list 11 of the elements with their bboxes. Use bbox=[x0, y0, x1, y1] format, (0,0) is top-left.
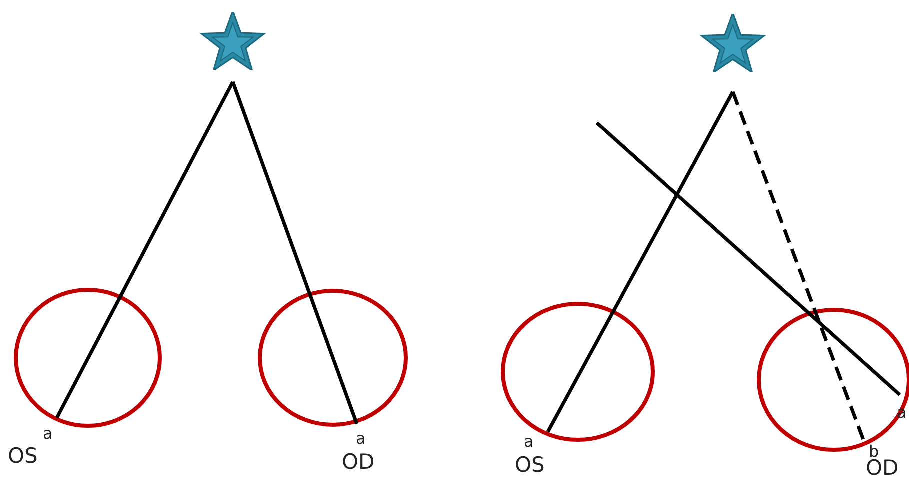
point-label: a bbox=[356, 429, 366, 448]
point-label: a bbox=[524, 432, 534, 451]
eye-label: OS bbox=[515, 455, 545, 476]
point-label: a bbox=[43, 424, 53, 443]
eye-label: OD bbox=[866, 458, 899, 477]
sight-line bbox=[731, 91, 866, 442]
eye-label: OS bbox=[8, 446, 38, 467]
eye-label: OD bbox=[342, 452, 375, 473]
point-label: a bbox=[897, 403, 907, 422]
sight-line bbox=[231, 81, 359, 425]
sight-line bbox=[596, 122, 902, 396]
